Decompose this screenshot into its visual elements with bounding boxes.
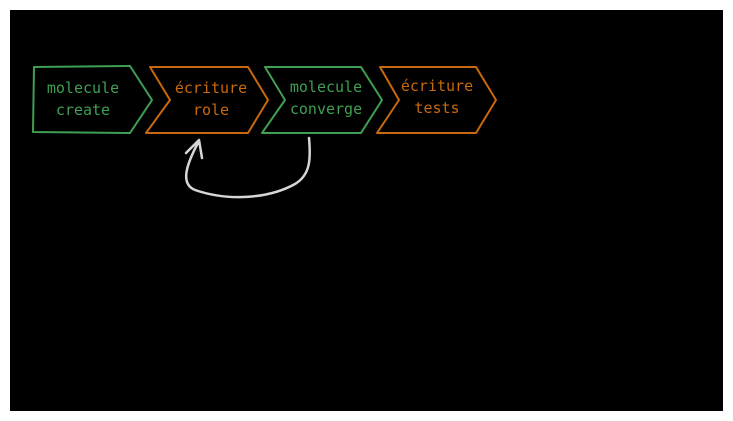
label-line-2: tests	[414, 99, 460, 117]
label-line-1: écriture	[174, 79, 248, 97]
step-shape-molecule-create[interactable]	[32, 65, 153, 134]
label-line-2: role	[192, 101, 230, 119]
loop-arrow[interactable]	[184, 136, 312, 199]
arrowhead-icon	[184, 138, 204, 160]
label-line-2: converge	[289, 100, 363, 118]
step-shape-ecriture-role[interactable]	[145, 66, 269, 134]
step-shape-molecule-converge[interactable]	[261, 66, 383, 134]
step-label-ecriture-role: écriture role	[156, 77, 266, 121]
step-label-molecule-create: molecule create	[28, 77, 138, 121]
label-line-2: create	[55, 101, 111, 119]
label-line-1: molecule	[289, 78, 363, 96]
step-label-molecule-converge: molecule converge	[271, 76, 381, 120]
label-line-1: molecule	[46, 79, 120, 97]
step-shape-ecriture-tests[interactable]	[376, 66, 497, 134]
label-line-1: écriture	[400, 77, 474, 95]
step-label-ecriture-tests: écriture tests	[382, 75, 492, 119]
